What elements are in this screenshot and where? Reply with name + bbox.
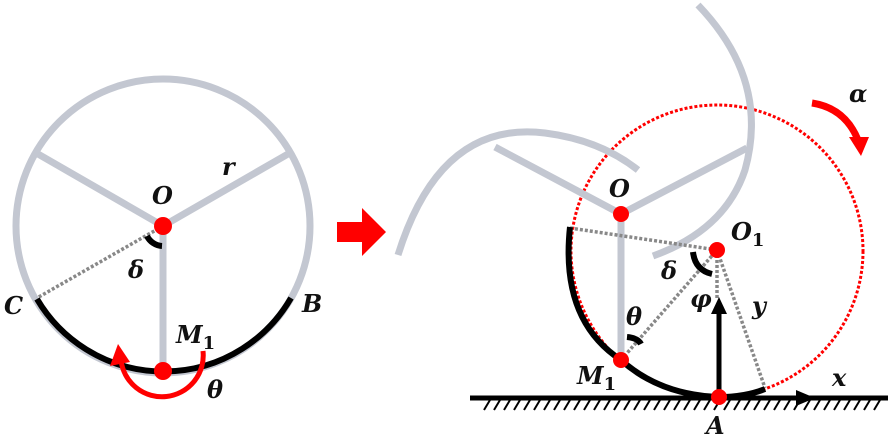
label-o: O (609, 174, 630, 203)
hatch-mark (573, 399, 581, 411)
y-arrowhead-icon (711, 297, 727, 314)
label-delta: δ (660, 256, 677, 285)
hatch-mark (683, 399, 691, 411)
hatch-mark (733, 399, 741, 411)
label-c: C (4, 291, 23, 320)
dotted-rolling-circle (569, 103, 865, 399)
hatch-mark (843, 399, 851, 411)
hatch-mark (783, 399, 791, 411)
dashed-oc-line (36, 224, 164, 300)
hatch-mark (723, 399, 731, 411)
ground-hatching (483, 399, 881, 411)
spoke-left (493, 143, 623, 218)
hatch-mark (603, 399, 611, 411)
hatch-mark (703, 399, 711, 411)
label-r: r (222, 152, 237, 181)
label-delta: δ (127, 255, 144, 284)
hatch-mark (753, 399, 761, 411)
x-axis-arrowhead-icon (796, 390, 815, 406)
spoke-left (36, 150, 165, 230)
hatch-mark (613, 399, 621, 411)
hatch-mark (803, 399, 811, 411)
wheel-rim-arc-left (394, 128, 641, 257)
hatch-mark (553, 399, 561, 411)
label-theta: θ (207, 375, 223, 404)
hatch-mark (533, 399, 541, 411)
hatch-mark (523, 399, 531, 411)
label-x: x (831, 363, 847, 392)
hatch-mark (623, 399, 631, 411)
hatch-mark (653, 399, 661, 411)
hatch-mark (543, 399, 551, 411)
spoke-right (619, 144, 749, 218)
point-a (711, 389, 727, 405)
hatch-mark (663, 399, 671, 411)
hatch-mark (833, 399, 841, 411)
hatch-mark (493, 399, 501, 411)
hatch-mark (773, 399, 781, 411)
hatch-mark (563, 399, 571, 411)
hatch-mark (633, 399, 641, 411)
point-o (613, 206, 629, 222)
alpha-rotation-arrow (811, 99, 862, 142)
delta-angle-arc (144, 234, 163, 249)
point-m1 (613, 352, 629, 368)
delta-angle-arc (690, 251, 713, 277)
transition-arrow-icon (337, 208, 386, 256)
right-wheel: O O1 α δ φ θ y M1 x A (394, 2, 888, 440)
hatch-mark (593, 399, 601, 411)
hatch-mark (823, 399, 831, 411)
hatch-mark (873, 399, 881, 411)
spoke-right (161, 150, 290, 230)
hatch-mark (863, 399, 871, 411)
wheel-rim-arc-right (651, 2, 755, 260)
hatch-mark (813, 399, 821, 411)
alpha-arrowhead-icon (849, 137, 869, 156)
dashed-line-o1-b (715, 249, 767, 389)
label-m1: M1 (175, 320, 215, 354)
point-o (154, 217, 172, 235)
hatch-mark (503, 399, 511, 411)
label-b: B (301, 289, 322, 318)
hatch-mark (673, 399, 681, 411)
theta-angle-arc (626, 334, 644, 346)
hatch-mark (643, 399, 651, 411)
label-y: y (751, 291, 768, 320)
label-o1: O1 (731, 217, 764, 251)
hatch-mark (853, 399, 861, 411)
point-o1 (709, 242, 725, 258)
label-alpha: α (849, 79, 867, 108)
left-wheel: O r δ C B M1 θ (4, 75, 322, 404)
point-m1 (154, 362, 172, 380)
label-o: O (152, 181, 173, 210)
theta-rotation-arrow (118, 350, 206, 400)
label-m1: M1 (576, 361, 616, 395)
hatch-mark (693, 399, 701, 411)
hatch-mark (483, 399, 491, 411)
label-a: A (704, 411, 725, 440)
hatch-mark (763, 399, 771, 411)
theta-arrowhead-icon (110, 344, 130, 366)
hatch-mark (513, 399, 521, 411)
hatch-mark (583, 399, 591, 411)
hatch-mark (743, 399, 751, 411)
label-theta: θ (626, 302, 642, 331)
label-phi: φ (690, 284, 712, 313)
